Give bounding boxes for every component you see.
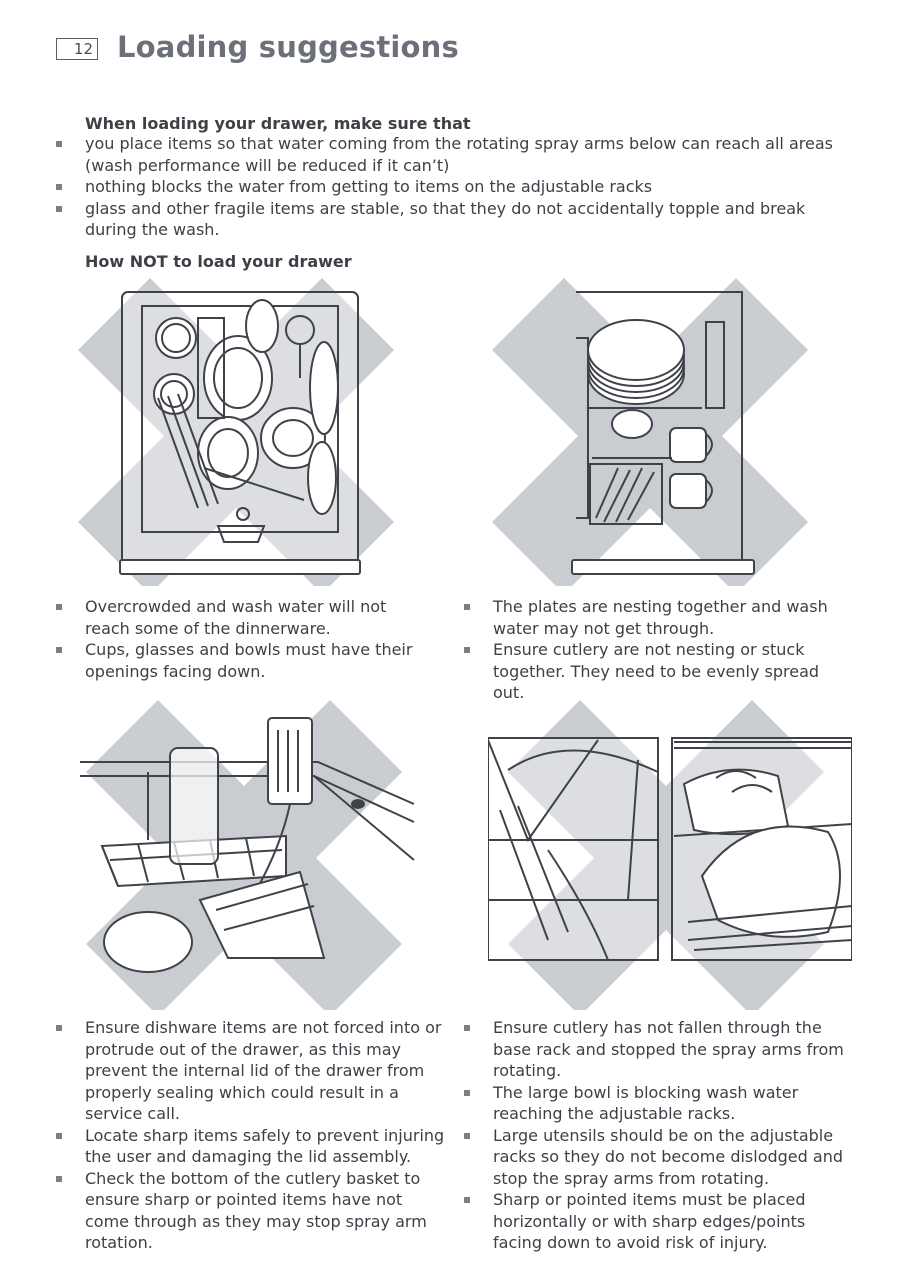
protruding-items-illustration	[80, 700, 415, 1010]
caption-bullet: Cups, glasses and bowls must have their …	[56, 639, 436, 682]
caption-bullet: Overcrowded and wash water will not reac…	[56, 596, 436, 639]
blocked-spray-arm-illustration	[488, 700, 852, 1010]
page-title: Loading suggestions	[117, 30, 459, 64]
caption-bottom-left: Ensure dishware items are not forced int…	[56, 1017, 448, 1254]
caption-bullet: Sharp or pointed items must be placed ho…	[464, 1189, 844, 1254]
intro-bullet: nothing blocks the water from getting to…	[56, 176, 856, 198]
overcrowded-drawer-illustration	[78, 278, 394, 586]
caption-bullet: The plates are nesting together and wash…	[464, 596, 844, 639]
caption-bullet: Ensure cutlery are not nesting or stuck …	[464, 639, 844, 704]
caption-bullet: Ensure cutlery has not fallen through th…	[464, 1017, 844, 1082]
caption-bottom-right: Ensure cutlery has not fallen through th…	[464, 1017, 844, 1254]
intro-bullet: glass and other fragile items are stable…	[56, 198, 856, 241]
caption-top-right: The plates are nesting together and wash…	[464, 596, 844, 704]
intro-heading: When loading your drawer, make sure that	[85, 114, 471, 133]
nesting-plates-illustration	[492, 278, 808, 586]
how-not-heading: How NOT to load your drawer	[85, 252, 352, 271]
caption-bullet: Large utensils should be on the adjustab…	[464, 1125, 844, 1190]
page-number: 12	[56, 38, 98, 60]
caption-bullet: Ensure dishware items are not forced int…	[56, 1017, 448, 1125]
caption-bullet: The large bowl is blocking wash water re…	[464, 1082, 844, 1125]
x-mark-icon	[492, 278, 808, 586]
caption-bullet: Locate sharp items safely to prevent inj…	[56, 1125, 448, 1168]
caption-bullet: Check the bottom of the cutlery basket t…	[56, 1168, 448, 1254]
caption-top-left: Overcrowded and wash water will not reac…	[56, 596, 436, 682]
intro-bullet: you place items so that water coming fro…	[56, 133, 856, 176]
intro-bullet-list: you place items so that water coming fro…	[56, 133, 856, 241]
